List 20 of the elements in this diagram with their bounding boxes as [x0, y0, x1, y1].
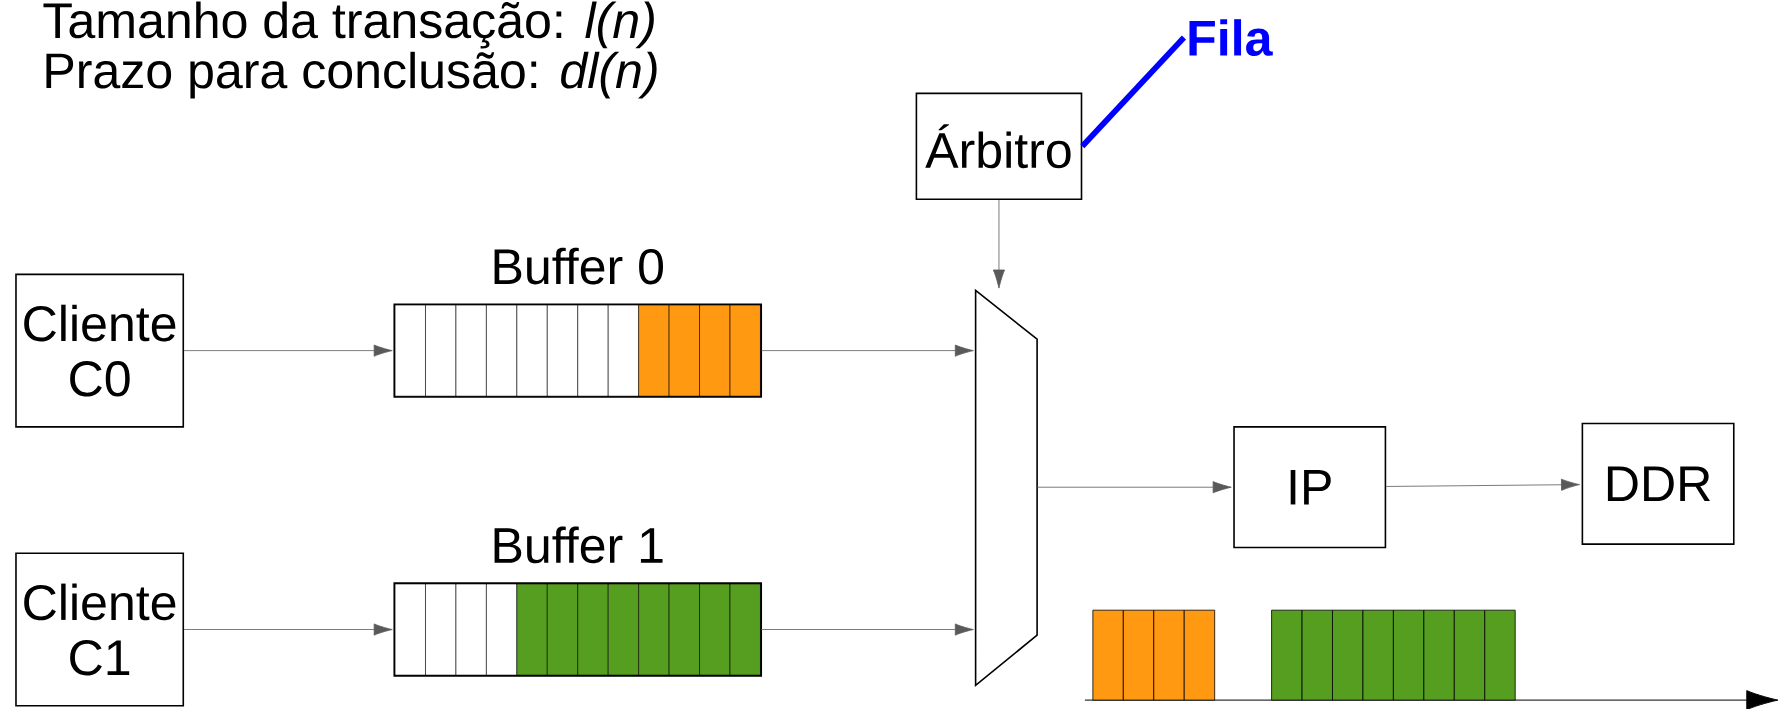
arrow [1385, 478, 1580, 491]
client-box: Cliente C1 [15, 552, 185, 707]
node-label: Buffer 1 [494, 526, 663, 564]
buffer-box: Buffer 0 [393, 247, 763, 398]
leader-line [1080, 35, 1187, 149]
arbiter-box: Árbitro [915, 92, 1083, 201]
arrow [760, 623, 974, 636]
arrow [992, 199, 1005, 289]
buffer-box: Buffer 1 [393, 526, 763, 677]
arrow [183, 623, 393, 636]
node-label: Buffer 0 [494, 247, 664, 285]
arrow [760, 344, 974, 357]
caption-text: Tamanho da transação: l(n) [43, 1, 654, 49]
arrow [183, 344, 393, 357]
queue-label: Fila [1189, 19, 1273, 56]
arrow [1036, 481, 1232, 494]
memory-box: DDR [1581, 422, 1735, 545]
process-box: IP [1233, 426, 1387, 549]
caption-text: Prazo para conclusão: dl(n) [46, 51, 657, 99]
client-box: Cliente C0 [15, 273, 185, 428]
